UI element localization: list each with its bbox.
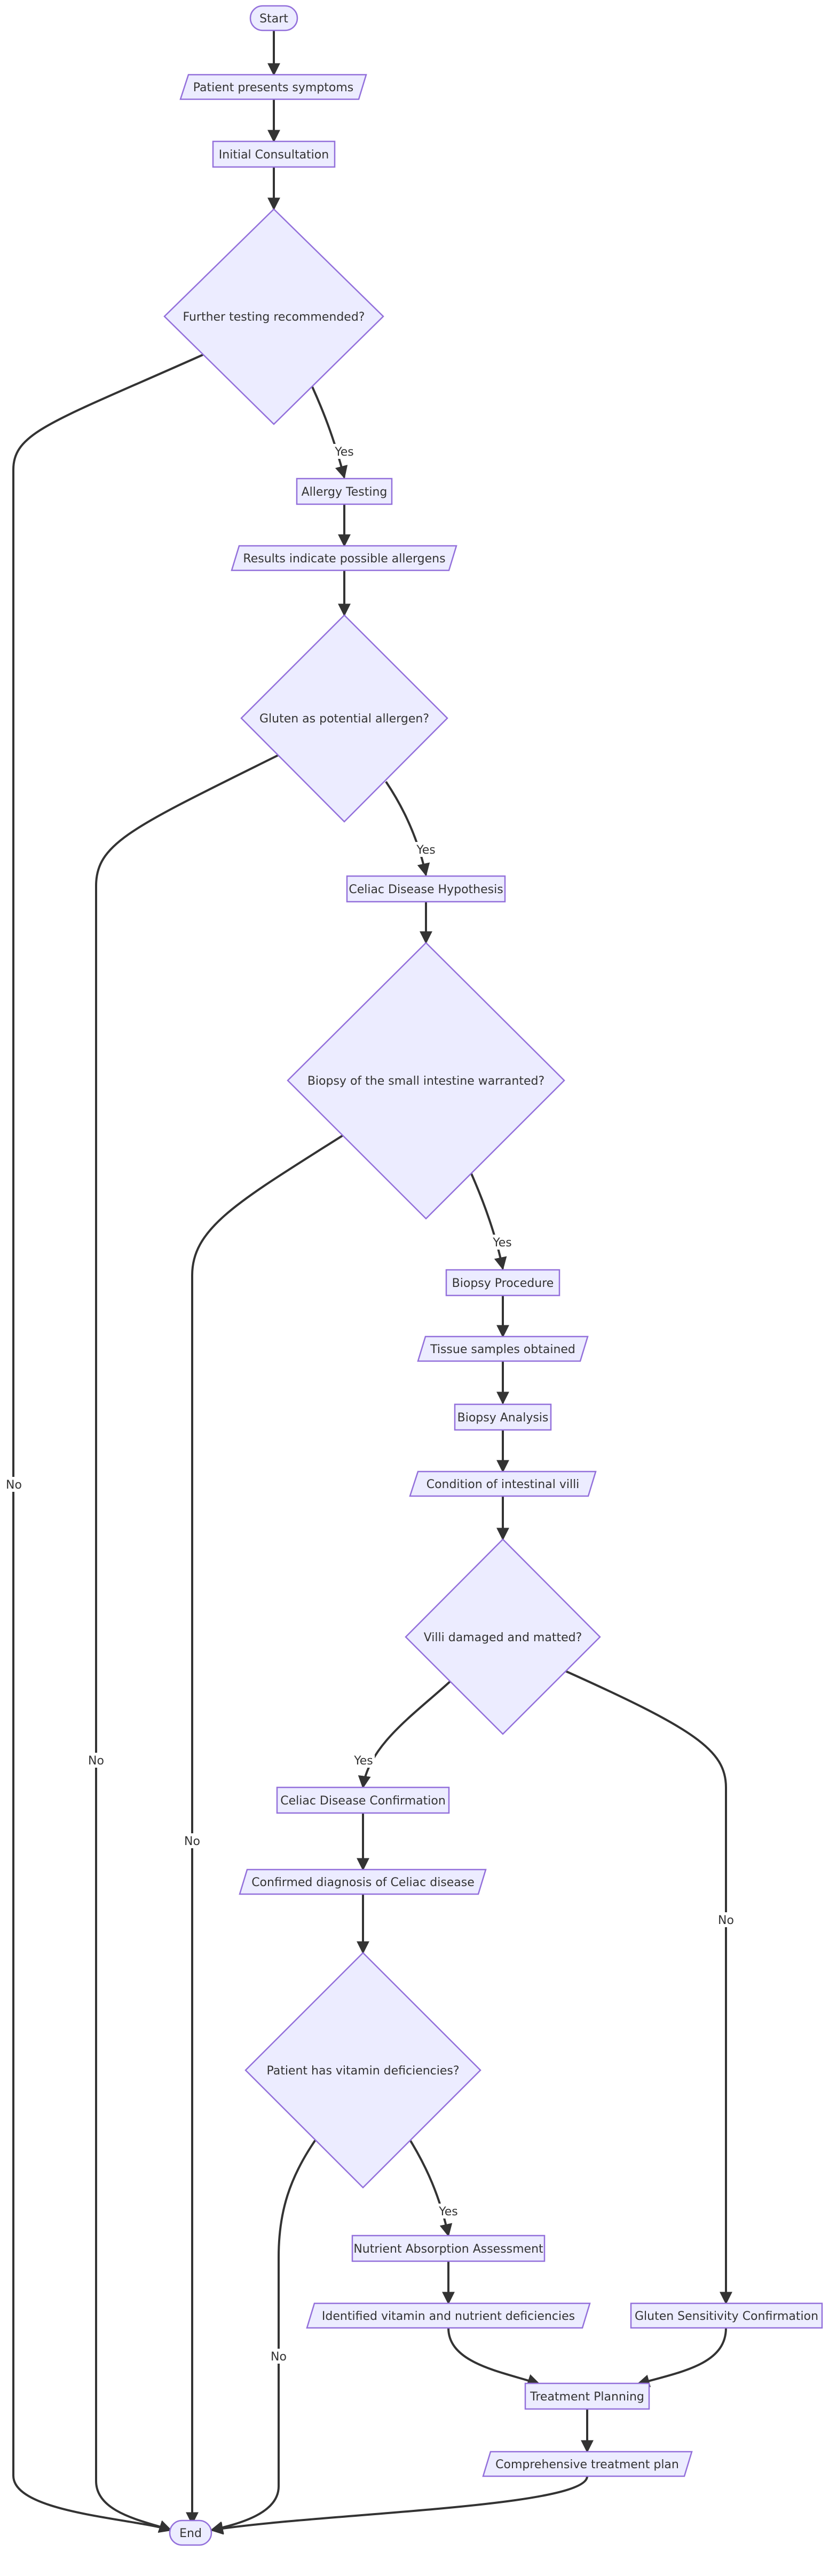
- node-label: Identified vitamin and nutrient deficien…: [322, 2310, 575, 2323]
- nodes: Start Patient presents symptoms Initial …: [163, 5, 823, 2546]
- node-start: Start: [249, 5, 298, 31]
- node-label: Celiac Disease Confirmation: [280, 1794, 446, 1808]
- node-treatment-plan: Comprehensive treatment plan: [482, 2451, 693, 2477]
- edge-villiq-celiac: [358, 1679, 453, 1789]
- edge-label-no-biopsy: No: [183, 1833, 201, 1848]
- edge-further-end: [12, 354, 203, 2533]
- edge-label-yes-biopsy: Yes: [491, 1235, 514, 1250]
- node-label: End: [179, 2527, 202, 2540]
- edge-identified-treatment: [447, 2327, 541, 2387]
- edge-label-text: Yes: [334, 446, 354, 459]
- node-label: Patient has vitamin deficiencies?: [266, 2064, 459, 2078]
- node-identified-deficiencies: Identified vitamin and nutrient deficien…: [306, 2302, 591, 2329]
- node-label: Treatment Planning: [530, 2390, 644, 2404]
- edges: [12, 30, 732, 2535]
- edge-label-no-vitamin: No: [270, 2349, 288, 2364]
- edge-vitaminq-end: [210, 2132, 321, 2534]
- edge-label-no-villi: No: [717, 1912, 735, 1927]
- node-results: Results indicate possible allergens: [231, 545, 457, 571]
- node-label: Gluten as potential allergen?: [259, 712, 429, 726]
- node-biopsy-procedure: Biopsy Procedure: [445, 1269, 560, 1297]
- node-biopsy-question: Biopsy of the small intestine warranted?: [287, 942, 565, 1220]
- node-hypothesis: Celiac Disease Hypothesis: [346, 875, 506, 903]
- edge-villiq-glutensens: [563, 1669, 732, 2305]
- node-vitamin-question: Patient has vitamin deficiencies?: [244, 1952, 481, 2189]
- edge-glutensens-treatment: [636, 2327, 727, 2387]
- edge-label-text: Yes: [416, 844, 436, 857]
- edge-label-yes-hypothesis: Yes: [415, 842, 437, 857]
- edge-label-text: No: [88, 1754, 104, 1768]
- edge-label-text: Yes: [492, 1236, 512, 1250]
- node-symptoms: Patient presents symptoms: [179, 74, 367, 100]
- node-label: Tissue samples obtained: [430, 1343, 575, 1356]
- node-label: Biopsy Analysis: [457, 1411, 549, 1425]
- edge-gluten-end: [95, 754, 279, 2533]
- node-label: Further testing recommended?: [183, 311, 365, 324]
- node-label: Villi damaged and matted?: [424, 1631, 582, 1644]
- node-allergy: Allergy Testing: [296, 478, 393, 505]
- edge-gluten-hypothesis: [385, 781, 430, 877]
- edge-label-yes-celiac: Yes: [352, 1753, 375, 1768]
- edge-label-text: Yes: [438, 2205, 458, 2219]
- edge-vitaminq-nutrient: [405, 2132, 453, 2237]
- node-further: Further testing recommended?: [163, 208, 384, 425]
- node-gluten-sensitivity: Gluten Sensitivity Confirmation: [630, 2302, 823, 2329]
- node-label: Initial Consultation: [219, 148, 329, 162]
- edge-further-allergy: [311, 386, 348, 479]
- node-nutrient-assessment: Nutrient Absorption Assessment: [351, 2235, 546, 2262]
- edge-labels: Yes Yes Yes Yes Yes No No No: [5, 444, 735, 2364]
- edge-label-no-gluten: No: [87, 1753, 105, 1768]
- node-confirmed-diagnosis: Confirmed diagnosis of Celiac disease: [239, 1869, 487, 1895]
- edge-biopsyq-end: [186, 1133, 346, 2525]
- node-label: Confirmed diagnosis of Celiac disease: [251, 1876, 475, 1889]
- node-label: Start: [259, 12, 288, 26]
- node-villi-condition: Condition of intestinal villi: [409, 1470, 597, 1497]
- node-label: Nutrient Absorption Assessment: [353, 2243, 543, 2256]
- edge-biopsyq-proc: [469, 1170, 507, 1270]
- edge-label-text: No: [6, 1478, 22, 1492]
- node-label: Biopsy Procedure: [452, 1277, 554, 1290]
- node-label: Biopsy of the small intestine warranted?: [307, 1075, 544, 1088]
- node-tissue: Tissue samples obtained: [417, 1335, 589, 1362]
- node-label: Allergy Testing: [302, 486, 388, 499]
- node-label: Patient presents symptoms: [193, 81, 354, 94]
- node-villi-question: Villi damaged and matted?: [405, 1538, 601, 1735]
- node-gluten: Gluten as potential allergen?: [240, 614, 448, 823]
- edge-label-text: Yes: [353, 1754, 373, 1768]
- node-label: Comprehensive treatment plan: [495, 2458, 679, 2471]
- node-end: End: [169, 2519, 212, 2546]
- node-treatment-planning: Treatment Planning: [524, 2382, 650, 2410]
- edge-plan-end: [210, 2476, 588, 2535]
- edge-label-text: No: [718, 1914, 734, 1927]
- node-celiac-confirmation: Celiac Disease Confirmation: [276, 1786, 450, 1814]
- node-label: Gluten Sensitivity Confirmation: [635, 2310, 818, 2323]
- edge-label-yes-allergy: Yes: [333, 444, 356, 459]
- node-label: Results indicate possible allergens: [243, 552, 445, 566]
- edge-label-text: No: [271, 2350, 287, 2364]
- node-label: Condition of intestinal villi: [427, 1478, 580, 1491]
- node-consult: Initial Consultation: [212, 140, 336, 168]
- edge-label-no-further: No: [5, 1477, 23, 1492]
- node-label: Celiac Disease Hypothesis: [349, 883, 503, 896]
- node-biopsy-analysis: Biopsy Analysis: [454, 1403, 552, 1431]
- edge-label-yes-nutrient: Yes: [437, 2204, 460, 2219]
- edge-label-text: No: [184, 1835, 200, 1848]
